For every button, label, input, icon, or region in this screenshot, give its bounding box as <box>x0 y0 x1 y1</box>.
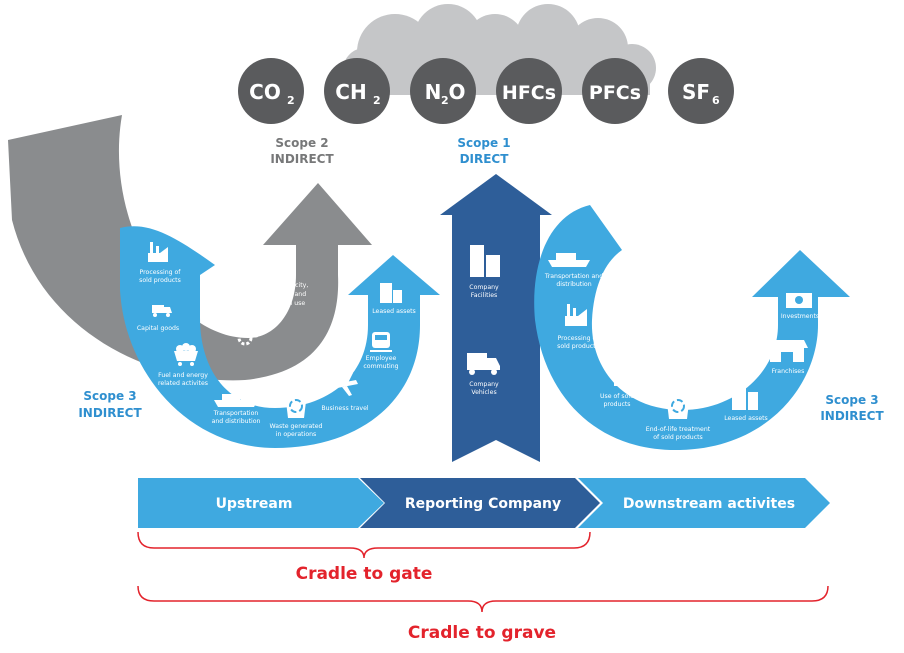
up-commuting-l2: commuting <box>363 363 398 370</box>
storefront-icon <box>766 340 808 362</box>
truck-icon <box>152 305 172 317</box>
gas-label: N <box>425 80 442 104</box>
down-eol-l1: End-of-life treatment <box>646 426 711 433</box>
up-waste-l1: Waste generated <box>270 423 323 430</box>
cradle-to-gate-label: Cradle to gate <box>296 564 433 584</box>
train-icon <box>370 332 392 352</box>
chevron-downstream-label: Downstream activites <box>623 496 795 512</box>
lightbulb-icon <box>609 364 625 386</box>
down-processing-l1: Processing of <box>558 335 600 342</box>
scope2-subtitle: INDIRECT <box>270 152 334 166</box>
gas-suffix: O <box>448 80 465 104</box>
up-capital: Capital goods <box>137 325 179 332</box>
chevron-upstream-label: Upstream <box>216 496 293 512</box>
scope3-upstream-arrow <box>120 226 440 448</box>
co-vehicles-l2: Vehicles <box>471 389 496 396</box>
gas-subscript: 2 <box>287 94 295 107</box>
chevron-upstream: Upstream <box>138 478 384 528</box>
company-building-icon <box>470 245 500 277</box>
gas-co2: CO 2 <box>238 58 304 124</box>
up-waste-l2: in operations <box>276 431 317 438</box>
bracket-cradle-to-gate <box>137 531 591 559</box>
gas-label: PFCs <box>589 82 641 104</box>
up-travel: Business travel <box>321 405 368 412</box>
up-transport-l1: Transportation <box>213 410 259 417</box>
down-transport-l1: Transportation and <box>544 273 603 280</box>
co-facilities-l2: Facilities <box>471 292 498 299</box>
ship-icon <box>214 394 258 407</box>
up-processing-l1: Processing of <box>140 269 182 276</box>
money-icon <box>786 293 812 308</box>
gears-icon <box>218 306 265 346</box>
purchased-line-2: steam, heating, and <box>244 291 306 298</box>
scope3-downstream-arrow <box>534 205 850 451</box>
down-processing-l2: sold products <box>557 343 599 350</box>
company-van-icon <box>467 353 500 375</box>
gas-ch2: CH 2 <box>324 58 390 124</box>
gas-label: HFCs <box>502 82 556 104</box>
gas-label: CO <box>249 80 281 104</box>
down-eol-l2: of sold products <box>653 434 703 441</box>
purchased-line-3: cooling for own use <box>245 300 306 307</box>
up-transport-l2: and distribution <box>212 418 261 425</box>
gas-label: SF <box>682 80 710 104</box>
chevron-downstream: Downstream activites <box>578 478 830 528</box>
gas-pfcs: PFCs <box>582 58 648 124</box>
up-fuel-l1: Fuel and energy <box>158 372 208 379</box>
recycle-bin-icon <box>666 394 690 419</box>
scope2-title: Scope 2 <box>275 136 328 150</box>
gas-sf6: SF 6 <box>668 58 734 124</box>
up-fuel-l2: related activites <box>158 380 208 387</box>
scope3-left-title: Scope 3 <box>83 389 136 403</box>
chevron-reporting: Reporting Company <box>360 478 600 528</box>
up-processing-l2: sold products <box>139 277 181 284</box>
gas-n2o: N 2 O <box>410 58 476 124</box>
down-use-l1: Use of sold <box>600 393 634 400</box>
cargo-ship-icon <box>548 253 590 267</box>
down-franchises: Franchises <box>772 368 805 375</box>
down-transport-l2: distribution <box>556 281 591 288</box>
co-facilities-l1: Company <box>469 284 499 291</box>
factory-icon <box>148 242 168 262</box>
gas-label: CH <box>335 80 366 104</box>
scope3-right-title: Scope 3 <box>825 393 878 407</box>
cradle-to-grave-label: Cradle to grave <box>408 623 556 643</box>
scope1-subtitle: DIRECT <box>460 152 510 166</box>
building-icon <box>732 380 758 410</box>
up-leased: Leased assets <box>372 308 416 315</box>
recycle-bin-icon <box>285 393 307 418</box>
down-use-l2: products <box>603 401 630 408</box>
gas-hfcs: HFCs <box>496 58 562 124</box>
factory-icon <box>565 304 587 326</box>
scope1-title: Scope 1 <box>457 136 510 150</box>
airplane-icon <box>330 372 358 396</box>
building-icon <box>380 283 402 303</box>
down-investments: Investments <box>781 313 819 320</box>
up-commuting-l1: Employee <box>366 355 397 362</box>
gas-subscript: 2 <box>441 94 449 107</box>
down-leased: Leased assets <box>724 415 768 422</box>
scope3-right-subtitle: INDIRECT <box>820 409 884 423</box>
purchased-line-1: Purchased electricity, <box>242 282 309 289</box>
co-vehicles-l1: Company <box>469 381 499 388</box>
scope2-arrow <box>8 115 372 381</box>
scope3-left-subtitle: INDIRECT <box>78 406 142 420</box>
bracket-cradle-to-grave <box>137 585 829 613</box>
gas-subscript: 2 <box>373 94 381 107</box>
coal-cart-icon <box>174 343 198 366</box>
gas-subscript: 6 <box>712 94 720 107</box>
scope1-arrow <box>440 174 552 462</box>
chevron-reporting-label: Reporting Company <box>405 496 561 512</box>
